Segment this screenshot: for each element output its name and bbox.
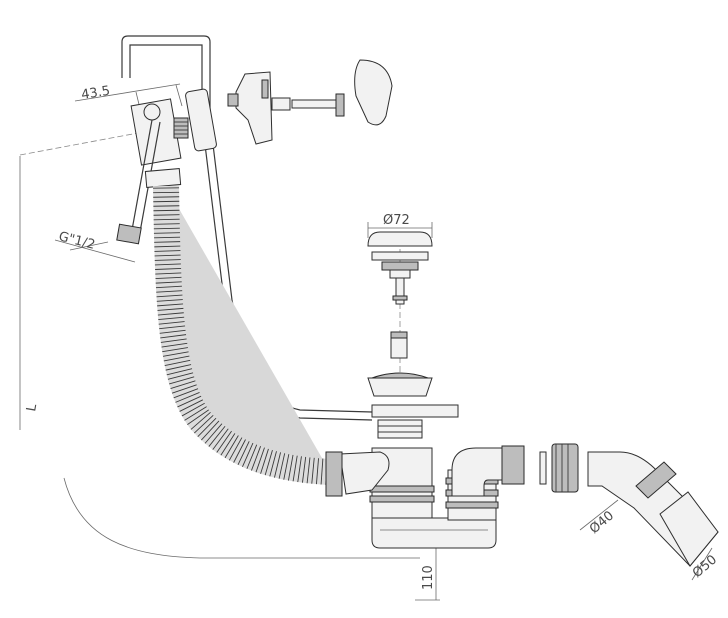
hose-rib bbox=[287, 454, 294, 481]
hose-rib bbox=[157, 307, 184, 311]
hose-rib bbox=[306, 457, 311, 484]
hose-rib bbox=[163, 355, 190, 362]
hose-rib bbox=[161, 342, 188, 348]
hose-rib bbox=[154, 245, 181, 248]
hose-rib bbox=[155, 281, 182, 284]
hose-rib bbox=[153, 227, 180, 230]
cap-diameter-label: Ø72 bbox=[383, 213, 410, 228]
hose-rib bbox=[159, 325, 186, 330]
hose-rib bbox=[292, 455, 298, 482]
hose-rib bbox=[283, 454, 290, 480]
hose-rib bbox=[153, 209, 180, 212]
hose-rib bbox=[177, 395, 202, 408]
hose-rib bbox=[154, 236, 181, 239]
hose-rib bbox=[220, 433, 236, 456]
hose-rib bbox=[167, 372, 194, 380]
hose-rib bbox=[153, 214, 180, 216]
hose-rib bbox=[160, 334, 187, 339]
height-110-label: 110 bbox=[421, 565, 436, 590]
hose-rib bbox=[175, 392, 200, 403]
hose-rib bbox=[155, 267, 182, 270]
hose-rib bbox=[233, 439, 246, 463]
hose-rib bbox=[153, 223, 180, 225]
dimension-lines bbox=[19, 83, 713, 601]
trap-body bbox=[325, 443, 719, 567]
overflow-head-assembly bbox=[130, 59, 393, 166]
hose-rib bbox=[274, 452, 281, 478]
hose-rib bbox=[200, 420, 220, 441]
pipe-diameter-40-label: Ø40 bbox=[587, 508, 617, 537]
hose-rib bbox=[173, 388, 199, 399]
hose-rib bbox=[164, 359, 191, 366]
hose-rib bbox=[157, 303, 184, 307]
hose-rib bbox=[193, 414, 214, 434]
corrugated-hose bbox=[153, 185, 331, 485]
hose-rib bbox=[153, 232, 180, 234]
hose-rib bbox=[204, 423, 223, 444]
hose-rib bbox=[154, 259, 181, 261]
hose-rib bbox=[155, 272, 182, 275]
hose-rib bbox=[157, 312, 184, 316]
hose-rib bbox=[158, 316, 185, 321]
hose-rib bbox=[181, 402, 205, 417]
hose-rib bbox=[187, 409, 209, 426]
hose-rib bbox=[169, 376, 195, 385]
hose-rib bbox=[320, 458, 324, 485]
hose-rib bbox=[162, 351, 189, 357]
supply-hose bbox=[116, 119, 182, 245]
hose-rib bbox=[208, 425, 226, 447]
hose-rib bbox=[212, 428, 229, 450]
hose-rib bbox=[156, 294, 183, 298]
hose-rib bbox=[166, 368, 193, 376]
hose-rib bbox=[154, 263, 181, 266]
hose-rib bbox=[242, 442, 254, 468]
hose-rib bbox=[154, 241, 181, 243]
corrugated-hose-body bbox=[165, 185, 331, 473]
hose-rib bbox=[297, 456, 302, 483]
hose-rib bbox=[260, 448, 269, 474]
hose-rib bbox=[170, 380, 196, 390]
hose-rib bbox=[197, 417, 217, 437]
hose-rib bbox=[156, 299, 183, 302]
hose-rib bbox=[159, 329, 186, 334]
offset-dimension-label: 43.5 bbox=[80, 84, 111, 103]
hose-rib bbox=[278, 453, 286, 479]
hose-rib bbox=[264, 450, 273, 476]
hose-rib bbox=[154, 254, 181, 257]
hose-rib bbox=[160, 338, 187, 343]
hose-rib bbox=[315, 458, 319, 485]
hose-rib bbox=[228, 437, 243, 461]
hose-rib bbox=[190, 411, 211, 430]
hose-rib bbox=[155, 276, 182, 280]
length-l-label: L bbox=[24, 402, 40, 412]
hose-rib bbox=[165, 364, 192, 371]
hose-rib bbox=[237, 441, 250, 466]
hose-rib bbox=[153, 218, 180, 221]
hose-rib bbox=[246, 444, 258, 469]
hose-rib bbox=[156, 290, 183, 293]
hose-rib bbox=[255, 447, 265, 473]
hose-rib bbox=[179, 399, 204, 412]
hose-rib bbox=[155, 285, 182, 289]
hose-rib bbox=[302, 456, 307, 483]
hose-rib bbox=[154, 250, 181, 252]
thread-dimension-label: G"1/2 bbox=[57, 229, 97, 253]
hose-rib bbox=[184, 406, 207, 421]
hose-rib bbox=[311, 457, 315, 484]
hose-rib bbox=[269, 451, 277, 477]
hose-rib bbox=[216, 430, 232, 453]
hose-rib bbox=[162, 347, 188, 353]
hose-rib bbox=[171, 384, 197, 394]
popup-plug-assembly bbox=[367, 231, 459, 439]
hose-rib bbox=[224, 435, 239, 459]
hose-rib bbox=[251, 446, 262, 471]
hose-rib bbox=[158, 321, 185, 325]
